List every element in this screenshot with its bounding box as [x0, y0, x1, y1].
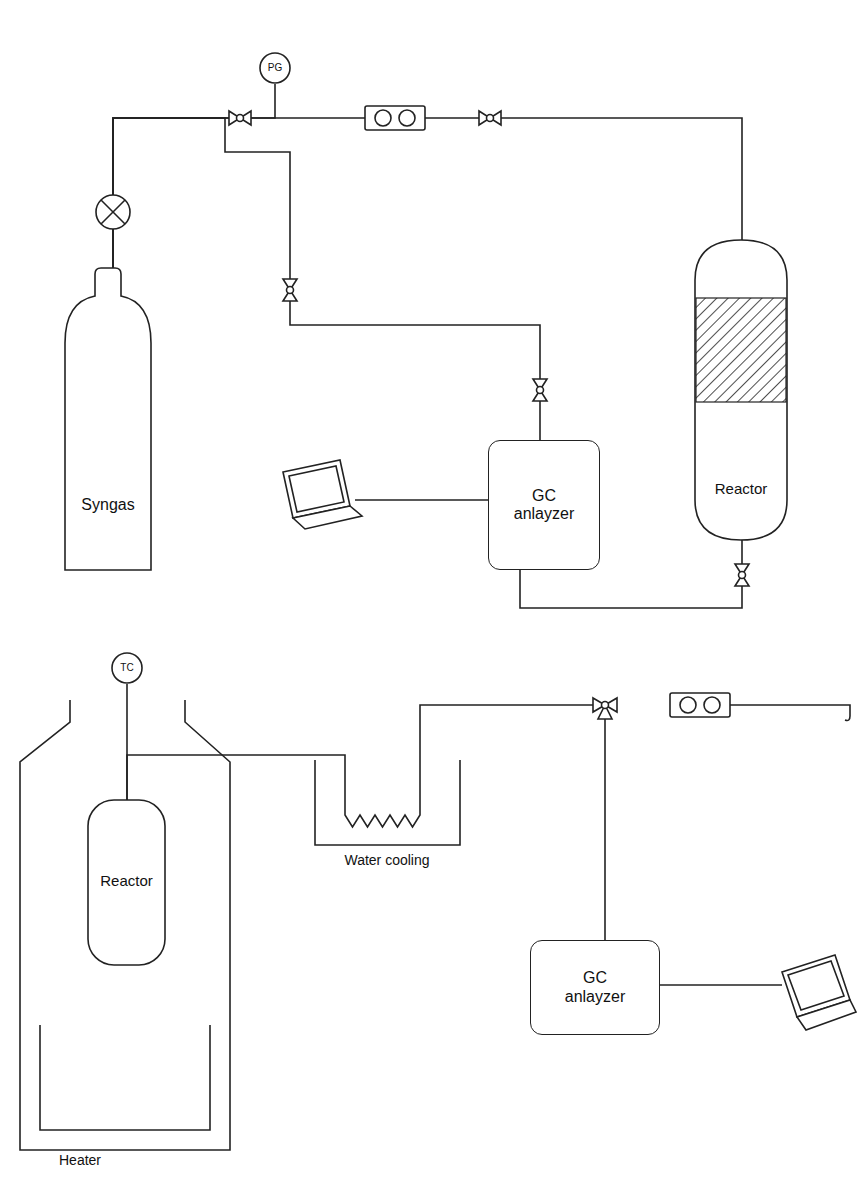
mass-flow-controller	[365, 106, 425, 130]
pipe-line	[520, 540, 742, 608]
pressure-regulator	[96, 195, 130, 229]
valve	[479, 111, 501, 125]
laptops	[283, 460, 856, 1030]
part-label: Heater	[59, 1152, 101, 1168]
vent-line	[730, 705, 850, 721]
node-label: PG	[268, 62, 282, 74]
part-label: Water cooling	[344, 852, 429, 868]
laptop-icon	[283, 460, 362, 529]
valve	[735, 564, 749, 586]
data-cable	[355, 499, 488, 501]
node-outline	[65, 268, 151, 570]
gas-cylinder: Syngas	[65, 268, 151, 570]
node-label: Reactor	[715, 480, 768, 497]
pressure-gauge: PG	[259, 52, 291, 84]
laptop-icon	[782, 955, 856, 1030]
node-label: Reactor	[100, 872, 153, 889]
valve	[283, 279, 297, 301]
heater-element	[40, 1025, 210, 1130]
node-label: GC anlayzer	[559, 969, 631, 1006]
temperature-gauge: TC	[111, 652, 143, 684]
vessel-outline	[695, 240, 787, 540]
vessel-outline	[88, 800, 165, 965]
catalyst-bed	[696, 298, 786, 402]
node-label: TC	[120, 662, 133, 674]
data-cable	[660, 984, 782, 986]
vessel-outline	[65, 268, 151, 570]
pipe-line	[127, 705, 605, 940]
wires	[20, 500, 850, 1150]
gauge-outline	[112, 653, 142, 683]
pipe-line	[113, 84, 275, 268]
node-label: GC anlayzer	[508, 487, 580, 524]
heater-housing	[20, 700, 230, 1150]
gauge-outline	[260, 53, 290, 83]
pipe-line	[126, 684, 128, 800]
mass-flow-controller	[670, 693, 730, 717]
symbols	[96, 106, 749, 719]
valve	[229, 111, 251, 125]
valve	[533, 379, 547, 401]
pipe-line	[113, 118, 742, 268]
three-way-valve	[593, 698, 617, 719]
analyzer-box: GC anlayzer	[488, 440, 600, 570]
pipe-line	[113, 118, 540, 440]
water-bath	[315, 760, 460, 845]
reactor-vessel: Reactor	[695, 240, 787, 540]
analyzer-box: GC anlayzer	[530, 940, 660, 1035]
node-label: Syngas	[81, 496, 134, 514]
reactor-vessel: Reactor	[88, 800, 165, 965]
